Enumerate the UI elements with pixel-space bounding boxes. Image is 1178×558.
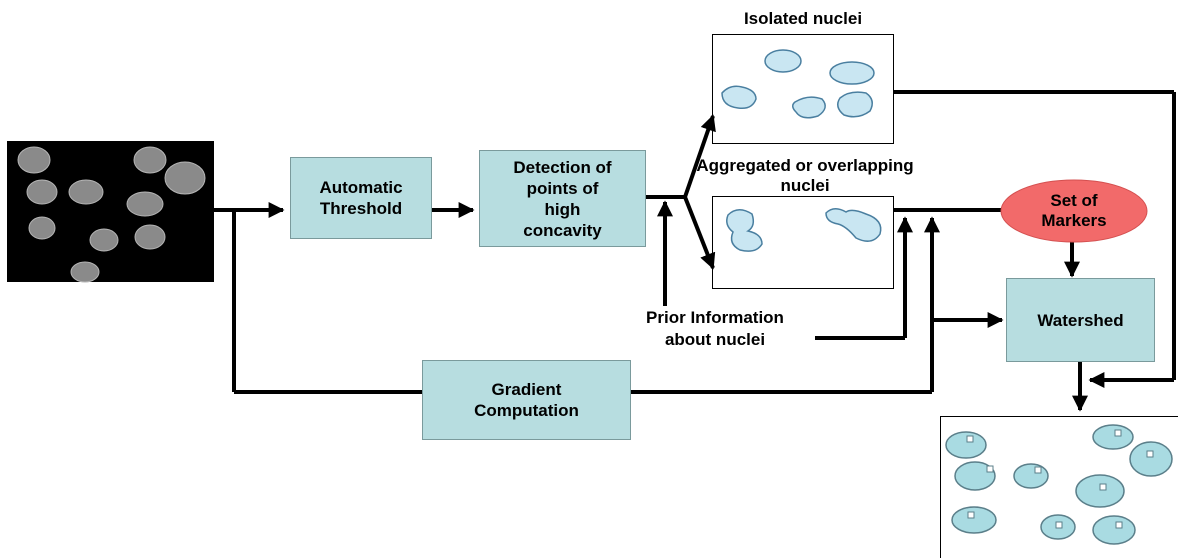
automatic-threshold-box: Automatic Threshold	[290, 157, 432, 239]
watershed-label: Watershed	[1037, 310, 1124, 330]
arrow-to-aggregated	[683, 196, 716, 270]
result-marker-squares	[966, 429, 1154, 529]
input-image	[7, 141, 214, 283]
prior-information-label: Prior Information about nuclei	[646, 308, 784, 349]
arrow-to-isolated	[683, 114, 716, 198]
aggregated-nuclei-shapes	[726, 208, 882, 252]
automatic-threshold-label: Automatic Threshold	[319, 178, 403, 218]
set-of-markers-label: Set of Markers	[1041, 191, 1107, 230]
aggregated-nuclei-label: Aggregated or overlapping nuclei	[696, 156, 914, 195]
concavity-detection-label: Detection of points of high concavity	[513, 157, 612, 240]
isolated-nuclei-label: Isolated nuclei	[743, 9, 863, 28]
segmented-result-shapes	[945, 424, 1173, 545]
isolated-nuclei-shapes	[721, 49, 875, 119]
gradient-computation-box: Gradient Computation	[422, 360, 631, 440]
concavity-detection-box: Detection of points of high concavity	[479, 150, 646, 247]
watershed-box: Watershed	[1006, 278, 1155, 362]
set-of-markers-ellipse	[1000, 179, 1148, 243]
connectors	[214, 90, 1176, 412]
gradient-computation-label: Gradient Computation	[474, 380, 579, 420]
